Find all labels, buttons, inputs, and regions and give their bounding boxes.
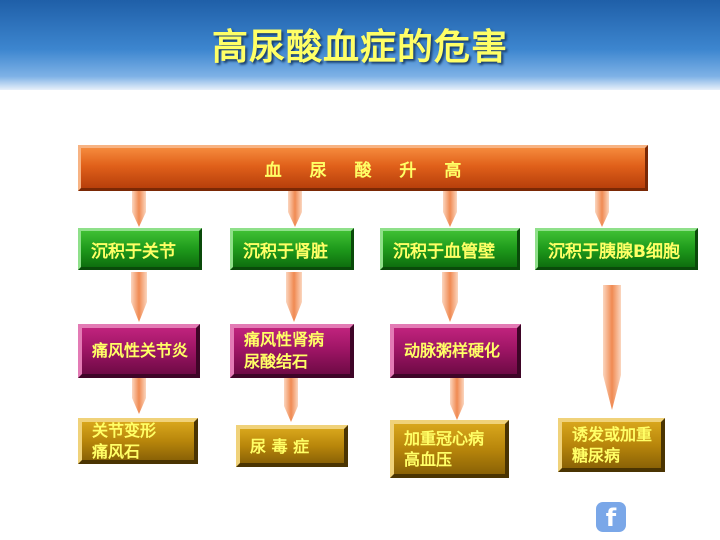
- arrow-down: [288, 191, 302, 227]
- top-node-elevated-uric-acid: 血 尿 酸 升 高: [78, 145, 648, 191]
- arrow-down: [132, 191, 146, 227]
- node-line: 诱发或加重: [572, 425, 653, 444]
- node-line: 加重冠心病: [404, 429, 485, 448]
- node-uremia: 尿 毒 症: [236, 425, 348, 467]
- node-joint-deformity: 关节变形痛风石: [78, 418, 198, 464]
- node-deposit-joint: 沉积于关节: [78, 228, 202, 270]
- node-deposit-kidney: 沉积于肾脏: [230, 228, 354, 270]
- node-line: 高血压: [404, 450, 453, 469]
- arrow-down: [132, 373, 146, 414]
- node-line: 尿酸结石: [244, 352, 309, 371]
- arrow-down: [286, 272, 302, 322]
- node-gouty-arthritis: 痛风性关节炎: [78, 324, 200, 378]
- node-deposit-vessel: 沉积于血管壁: [380, 228, 520, 270]
- arrow-down: [443, 191, 457, 227]
- arrow-down: [131, 272, 147, 322]
- node-deposit-pancreas: 沉积于胰腺B细胞: [535, 228, 698, 270]
- node-line: 尿 毒 症: [250, 436, 310, 456]
- arrow-down: [603, 285, 621, 410]
- node-diabetes: 诱发或加重糖尿病: [558, 418, 665, 472]
- arrow-down: [442, 272, 458, 322]
- node-line: 动脉粥样硬化: [404, 341, 501, 360]
- node-gouty-nephropathy: 痛风性肾病尿酸结石: [230, 324, 354, 378]
- node-heart-disease-hypertension: 加重冠心病高血压: [390, 420, 509, 478]
- header-banner: [0, 0, 720, 90]
- node-atherosclerosis: 动脉粥样硬化: [390, 324, 521, 378]
- arrow-down: [450, 378, 464, 420]
- node-line: 痛风性肾病: [244, 330, 325, 349]
- arrow-down: [595, 191, 609, 227]
- node-line: 糖尿病: [572, 446, 621, 465]
- node-line: 痛风石: [92, 442, 141, 461]
- node-line: 关节变形: [92, 421, 157, 440]
- node-line: 痛风性关节炎: [92, 341, 189, 360]
- page-title: 高尿酸血症的危害: [211, 27, 508, 68]
- facebook-icon[interactable]: f: [596, 502, 626, 532]
- arrow-down: [284, 378, 298, 422]
